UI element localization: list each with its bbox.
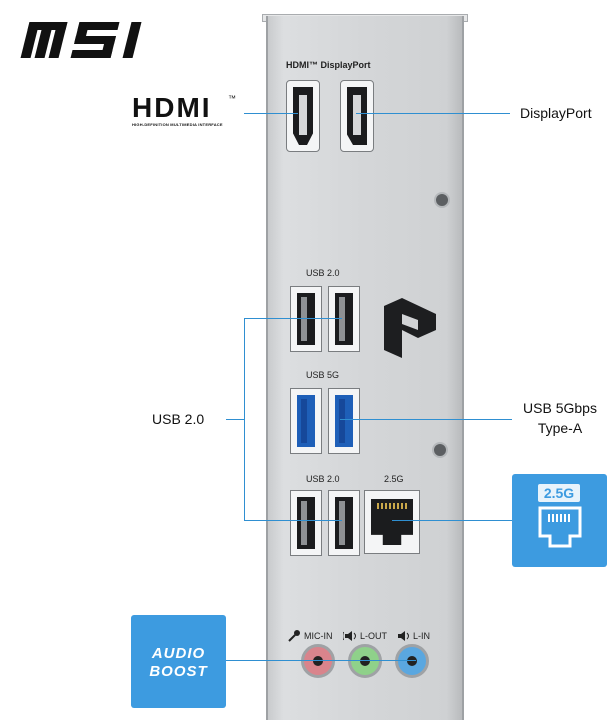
hdmi-callout-line — [244, 113, 298, 114]
hdmi-port[interactable] — [286, 80, 320, 152]
usb20-callout-bracket-bottom — [244, 520, 342, 521]
usb5g-callout-line1: USB 5Gbps — [523, 400, 597, 416]
usb20-port-3-tongue — [301, 501, 307, 545]
mic-icon — [288, 630, 300, 642]
usb5g-port-2-tongue — [339, 399, 345, 443]
chassis-logo-icon — [384, 298, 436, 358]
line-out-jack-hole — [360, 656, 370, 666]
usb20-port-1[interactable] — [290, 286, 322, 352]
usb5g-callout-line — [340, 419, 512, 420]
audio-boost-line2: BOOST — [149, 663, 208, 680]
usb20-port-1-tongue — [301, 297, 307, 341]
audio-callout-line — [226, 660, 416, 661]
lan-port[interactable] — [364, 490, 420, 554]
mic-in-label: MIC-IN — [304, 631, 333, 641]
lan-2.5g-badge: 2.5G — [512, 474, 607, 567]
mic-in-jack[interactable] — [301, 644, 335, 678]
lan-badge-text: 2.5G — [538, 484, 580, 502]
line-out-label: L-OUT — [360, 631, 387, 641]
line-in-jack[interactable] — [395, 644, 429, 678]
screw-icon — [434, 192, 450, 208]
displayport-port[interactable] — [340, 80, 374, 152]
video-ports-label: HDMI™ DisplayPort — [286, 60, 371, 70]
usb5g-port-1-tongue — [301, 399, 307, 443]
hdmi-logo-tm: ™ — [228, 94, 236, 103]
usb5g-label: USB 5G — [306, 370, 340, 380]
usb20-callout-stub — [226, 419, 244, 420]
displayport-callout-line — [356, 113, 510, 114]
line-in-jack-hole — [407, 656, 417, 666]
hdmi-logo-subtitle: HIGH-DEFINITION MULTIMEDIA INTERFACE — [132, 122, 223, 127]
displayport-pins — [353, 95, 361, 135]
hdmi-port-pins — [299, 95, 307, 135]
lan-shield-label: 2.5G — [384, 474, 404, 484]
usb20-port-3[interactable] — [290, 490, 322, 556]
usb20-port-4-tongue — [339, 501, 345, 545]
usb5g-callout-line2: Type-A — [537, 420, 583, 436]
speaker-icon — [343, 631, 356, 641]
mic-in-jack-hole — [313, 656, 323, 666]
usb20-port-4[interactable] — [328, 490, 360, 556]
usb20-top-label: USB 2.0 — [306, 268, 340, 278]
usb5g-callout: USB 5Gbps Type-A — [514, 398, 606, 438]
usb5g-port-2[interactable] — [328, 388, 360, 454]
usb20-callout-bracket-vertical — [244, 318, 245, 520]
ethernet-port-icon — [538, 506, 582, 548]
audio-boost-badge: AUDIO BOOST — [131, 615, 226, 708]
usb20-port-2-tongue — [339, 297, 345, 341]
lan-callout-line — [392, 520, 512, 521]
hdmi-logo-text: HDMI — [132, 92, 212, 123]
usb20-callout-bracket-top — [244, 318, 342, 319]
displayport-callout: DisplayPort — [520, 105, 592, 121]
usb20-bottom-label: USB 2.0 — [306, 474, 340, 484]
usb20-callout: USB 2.0 — [152, 411, 205, 427]
line-in-icon — [398, 631, 409, 641]
usb20-port-2[interactable] — [328, 286, 360, 352]
usb5g-port-1[interactable] — [290, 388, 322, 454]
line-in-label: L-IN — [413, 631, 431, 641]
line-out-jack[interactable] — [348, 644, 382, 678]
hdmi-logo: HDMI ™ HIGH-DEFINITION MULTIMEDIA INTERF… — [132, 92, 242, 130]
audio-boost-line1: AUDIO — [151, 645, 206, 662]
lan-port-contacts — [377, 503, 407, 509]
msi-logo — [20, 22, 142, 58]
screw-icon — [432, 442, 448, 458]
